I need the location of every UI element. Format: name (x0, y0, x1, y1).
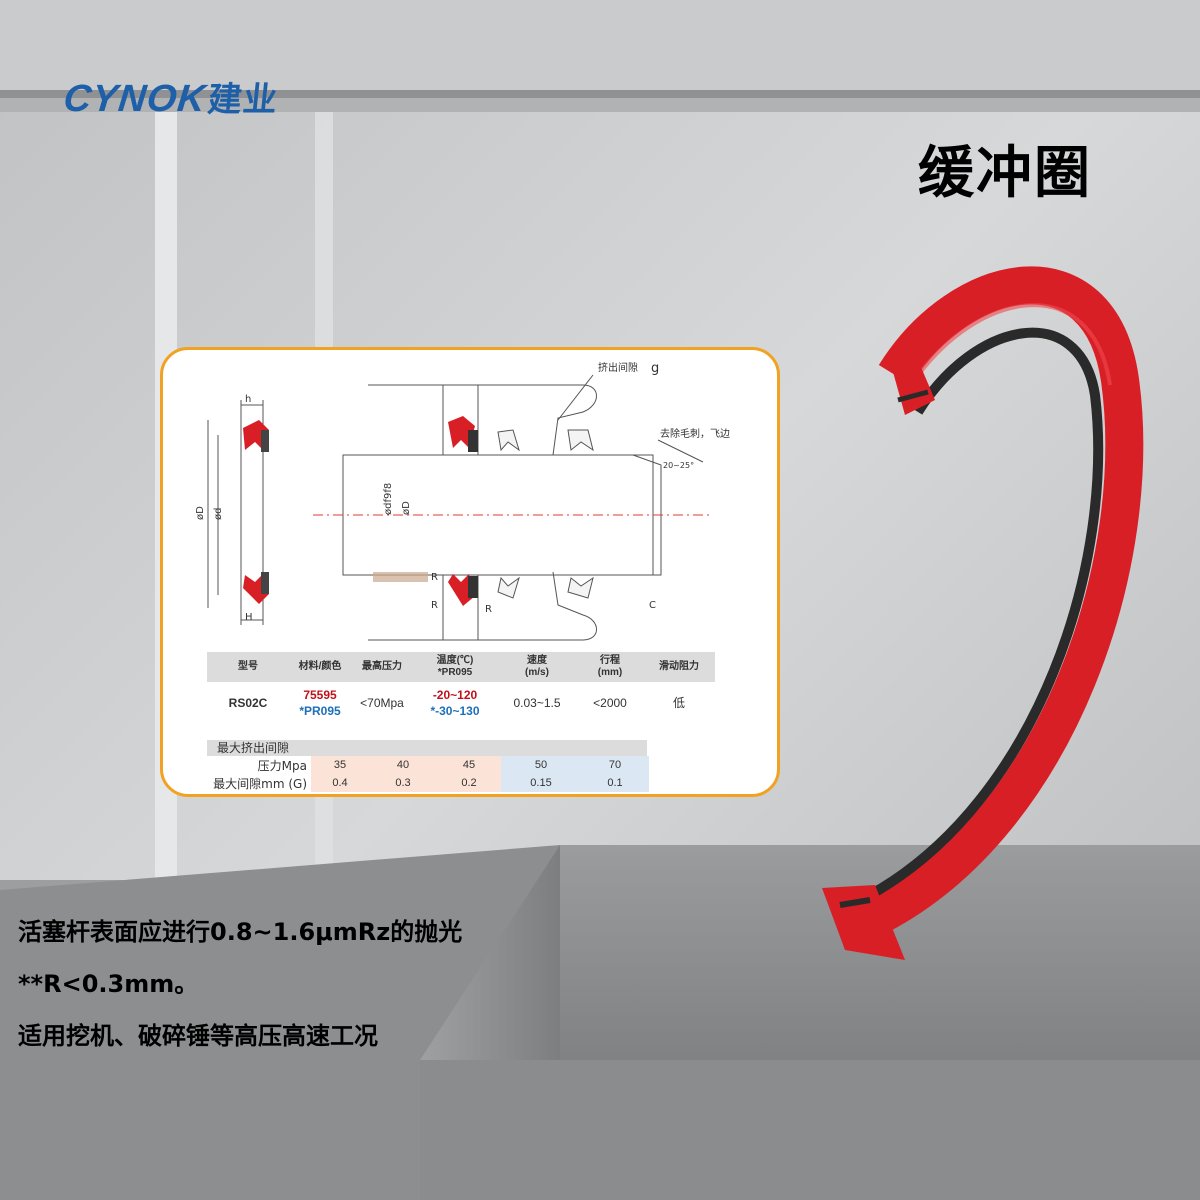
cell-stroke: <2000 (593, 696, 627, 710)
header-model: 型号 (207, 652, 289, 682)
dim-r-label-3: R (485, 604, 492, 615)
pressure-value: 50 (501, 756, 581, 774)
cell-speed: 0.03~1.5 (513, 696, 561, 710)
technical-drawing: h H ød øD ødf9f8 øD R (195, 361, 730, 641)
header-material: 材料/颜色 (289, 652, 351, 682)
gap-value: 0.1 (581, 774, 649, 792)
dim-r-label-2: R (431, 600, 438, 611)
spec-table: 型号 材料/颜色 最高压力 温度(℃)*PR095 速度(m/s) 行程(mm)… (207, 652, 715, 724)
cell-model: RS02C (228, 696, 268, 710)
product-title: 缓冲圈 (918, 141, 1092, 206)
gap-row-label: 最大间隙mm (G) (207, 774, 311, 792)
header-speed: 速度(m/s) (497, 652, 577, 682)
dim-left-D-label: øD (195, 506, 206, 520)
pressure-value: 35 (311, 756, 369, 774)
table-row: RS02C 75595*PR095 <70Mpa -20~120*-30~130… (207, 682, 715, 724)
pressure-value: 45 (437, 756, 501, 774)
dim-c-label: C (649, 600, 656, 611)
dim-H-label: H (245, 612, 253, 623)
dim-left-d-label: ød (213, 508, 224, 520)
deburr-label: 去除毛刺，飞边 (660, 427, 730, 440)
table-row: 最大间隙mm (G) 0.4 0.3 0.2 0.15 0.1 (207, 774, 649, 792)
pressure-value: 40 (369, 756, 437, 774)
dim-h-label: h (245, 394, 251, 405)
pressure-row-label: 压力Mpa (207, 756, 311, 774)
dim-r-label: R (431, 572, 438, 583)
table-row: 压力Mpa 35 40 45 50 70 (207, 756, 649, 774)
header-pressure: 最高压力 (351, 652, 413, 682)
cell-pressure: <70Mpa (360, 696, 404, 710)
dim-shaft-label: ødf9f8 (383, 483, 394, 515)
note-radius: **R<0.3mm。 (18, 970, 199, 998)
cell-material: 75595*PR095 (299, 688, 341, 718)
gap-table: 压力Mpa 35 40 45 50 70 最大间隙mm (G) 0.4 0.3 … (207, 756, 649, 792)
gap-symbol-label: g (651, 361, 659, 376)
gap-value: 0.15 (501, 774, 581, 792)
gap-value: 0.3 (369, 774, 437, 792)
extrusion-gap-label: 挤出间隙 (598, 361, 638, 374)
gap-value: 0.4 (311, 774, 369, 792)
note-application: 适用挖机、破碎锤等高压高速工况 (18, 1022, 378, 1050)
spec-card: h H ød øD ødf9f8 øD R (160, 347, 780, 797)
dim-bore-label: øD (401, 501, 412, 515)
pressure-value: 70 (581, 756, 649, 774)
cell-friction: 低 (672, 696, 685, 710)
header-friction: 滑动阻力 (643, 652, 715, 682)
angle-label: 20~25° (663, 461, 694, 470)
gap-value: 0.2 (437, 774, 501, 792)
gap-table-title: 最大挤出间隙 (207, 740, 647, 756)
header-temp: 温度(℃)*PR095 (413, 652, 497, 682)
note-polish: 活塞杆表面应进行0.8~1.6μmRz的抛光 (18, 918, 463, 946)
cell-temp: -20~120*-30~130 (430, 688, 480, 718)
header-stroke: 行程(mm) (577, 652, 643, 682)
